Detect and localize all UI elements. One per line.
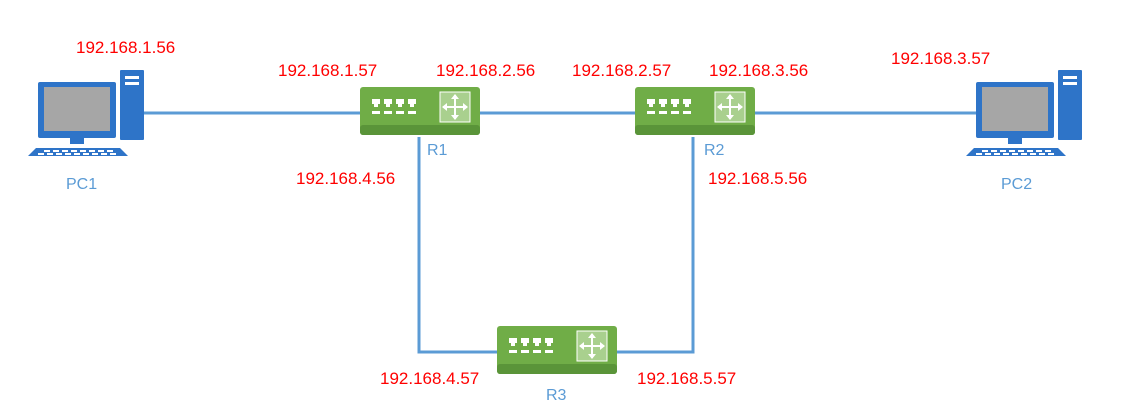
ip-r3-r1-side: 192.168.4.57 [380, 369, 479, 388]
device-pc1[interactable]: PC1 [28, 70, 144, 193]
router-icon [359, 86, 481, 136]
device-r1[interactable]: R1 [359, 86, 481, 159]
ip-pc1: 192.168.1.56 [76, 38, 175, 57]
ip-labels: 192.168.1.56 192.168.1.57 192.168.2.56 1… [76, 38, 990, 388]
device-r2[interactable]: R2 [634, 86, 756, 159]
router-icon [496, 325, 618, 375]
r1-label: R1 [427, 142, 448, 159]
ip-pc2: 192.168.3.57 [891, 49, 990, 68]
device-r3[interactable]: R3 [496, 325, 618, 404]
link-r1-r3 [417, 137, 500, 354]
ip-r2-pc-side: 192.168.3.56 [709, 61, 808, 80]
r2-label: R2 [704, 142, 725, 159]
link-r2-r3 [616, 137, 695, 354]
device-pc2[interactable]: PC2 [966, 70, 1082, 193]
desktop-pc-icon [966, 70, 1082, 156]
links [130, 111, 976, 354]
ip-r1-r3-side: 192.168.4.56 [296, 169, 395, 188]
ip-r3-r2-side: 192.168.5.57 [637, 369, 736, 388]
ip-r2-r1-side: 192.168.2.57 [572, 61, 671, 80]
ip-r1-pc-side: 192.168.1.57 [278, 61, 377, 80]
pc2-label: PC2 [1001, 176, 1032, 193]
desktop-pc-icon [28, 70, 144, 156]
ip-r2-r3-side: 192.168.5.56 [708, 169, 807, 188]
router-icon [634, 86, 756, 136]
ip-r1-r2-side: 192.168.2.56 [436, 61, 535, 80]
r3-label: R3 [546, 387, 567, 404]
pc1-label: PC1 [66, 176, 97, 193]
